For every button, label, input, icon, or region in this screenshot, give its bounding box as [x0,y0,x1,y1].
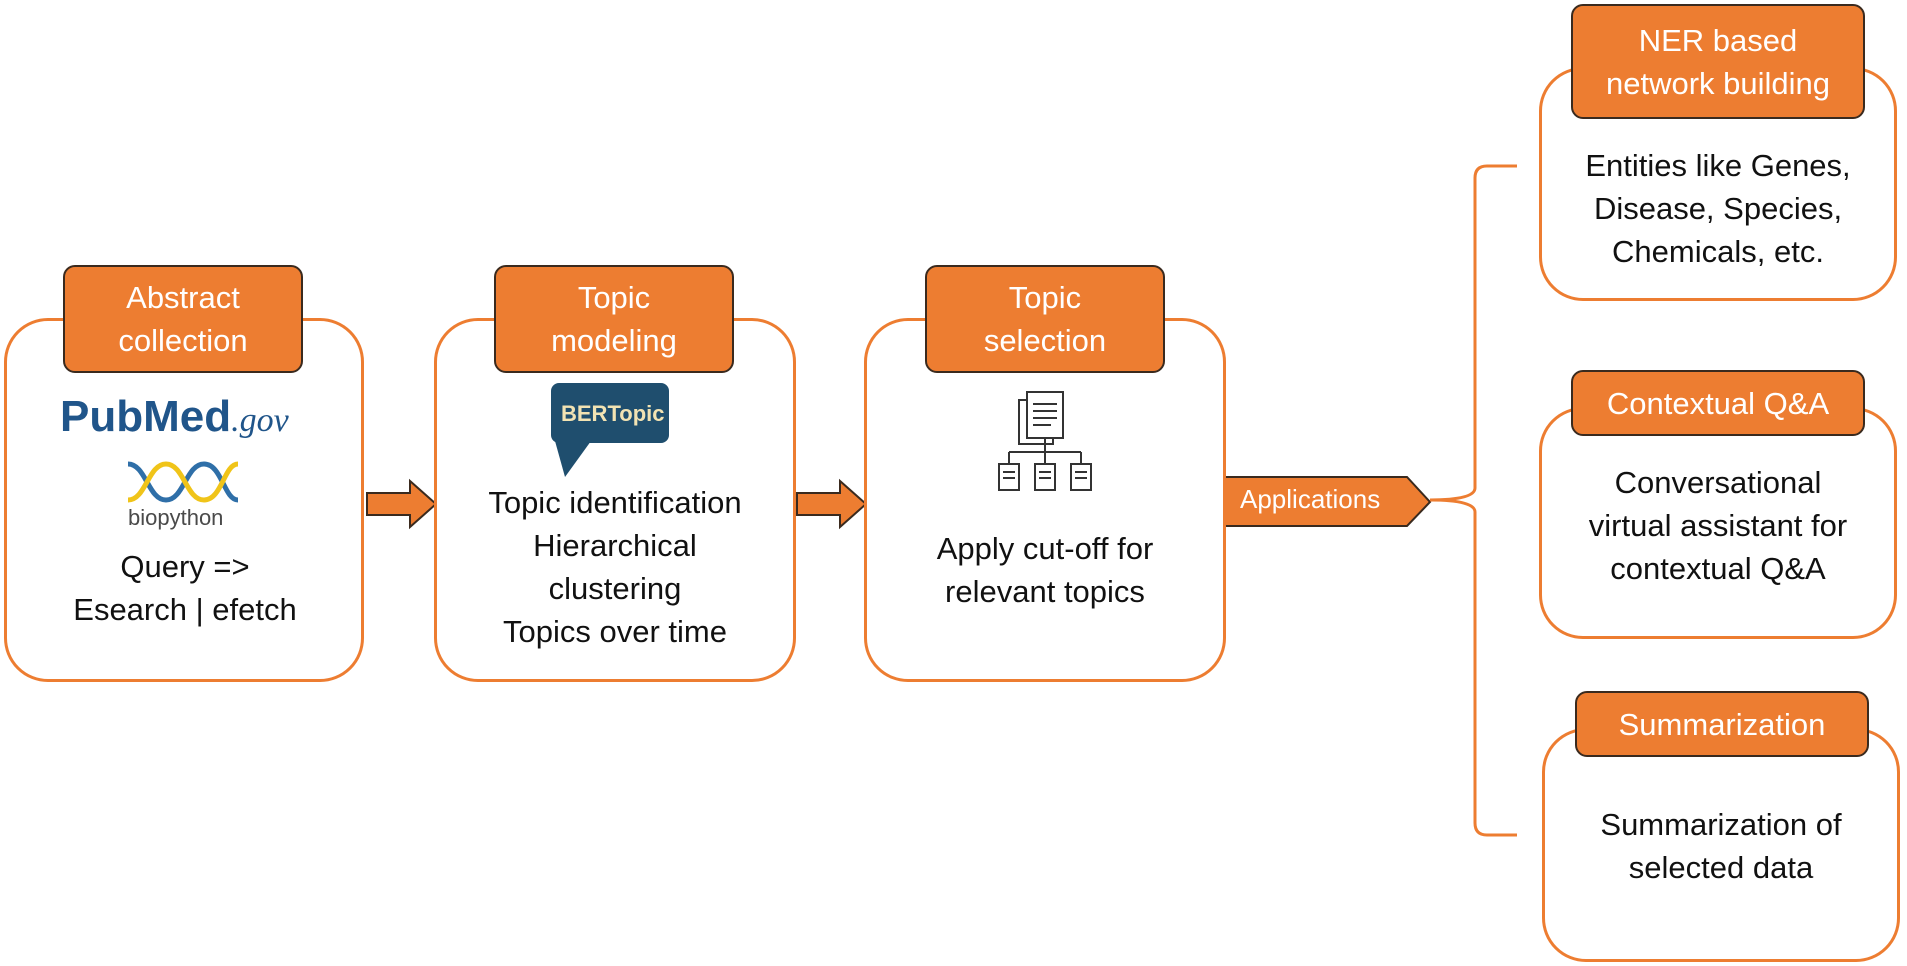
applications-label: Applications [1240,484,1381,514]
body-line: Topic identification [488,485,742,520]
abstract-collection-box [4,318,364,682]
contextual-qa-header: Contextual Q&A [1571,370,1865,436]
topic-modeling-body: Topic identification Hierarchical cluste… [464,481,766,653]
contextual-qa-body: Conversational virtual assistant for con… [1549,461,1887,590]
header-line: modeling [551,323,677,358]
right-arrow-icon [796,478,868,530]
body-line: Hierarchical [533,528,697,563]
abstract-collection-body: Query => Esearch | efetch [40,545,330,631]
topic-modeling-box [434,318,796,682]
body-line: Disease, Species, [1593,191,1843,226]
body-line: Chemicals, etc. [1612,234,1824,269]
body-line: Topics over time [503,614,727,649]
body-line: Entities like Genes, [1585,148,1851,183]
abstract-collection-header: Abstract collection [63,265,303,373]
body-line: Conversational [1614,465,1822,500]
body-line: Summarization of [1600,807,1842,842]
pubmed-logo-text: PubMed [60,392,232,441]
header-line: Summarization [1618,706,1826,742]
header-line: NER based [1638,22,1798,58]
body-line: clustering [548,571,682,606]
body-line: selected data [1628,850,1814,885]
summarization-box [1542,728,1900,962]
pubmed-logo: PubMed.gov [60,392,289,442]
body-line: Query => [120,549,250,584]
summarization-header: Summarization [1575,691,1869,757]
body-line: relevant topics [945,574,1145,609]
applications-bracket [1429,164,1517,837]
biopython-dna-icon [127,461,239,503]
body-line: contextual Q&A [1610,551,1826,586]
header-line: Topic [1008,280,1082,315]
topic-modeling-header: Topic modeling [494,265,734,373]
header-line: Abstract [126,280,240,315]
body-line: virtual assistant for [1588,508,1848,543]
header-line: network building [1605,65,1831,101]
header-line: collection [118,323,248,358]
bertopic-speech-tail [555,441,591,477]
header-line: Contextual Q&A [1606,385,1830,421]
topic-selection-body: Apply cut-off for relevant topics [894,527,1196,613]
topic-selection-header: Topic selection [925,265,1165,373]
biopython-logo-text: biopython [128,505,224,530]
document-hierarchy-icon [998,391,1092,491]
summarization-body: Summarization of selected data [1552,803,1890,889]
ner-network-header: NER based network building [1571,4,1865,119]
topic-selection-box [864,318,1226,682]
ner-network-body: Entities like Genes, Disease, Species, C… [1549,144,1887,273]
right-arrow-icon [366,478,438,530]
body-line: Esearch | efetch [73,592,297,627]
bertopic-logo: BERTopic [551,383,669,443]
pubmed-logo-suffix: .gov [231,402,289,439]
body-line: Apply cut-off for [936,531,1154,566]
header-line: selection [983,323,1107,358]
header-line: Topic [577,280,651,315]
bertopic-logo-text: BERTopic [561,401,665,426]
